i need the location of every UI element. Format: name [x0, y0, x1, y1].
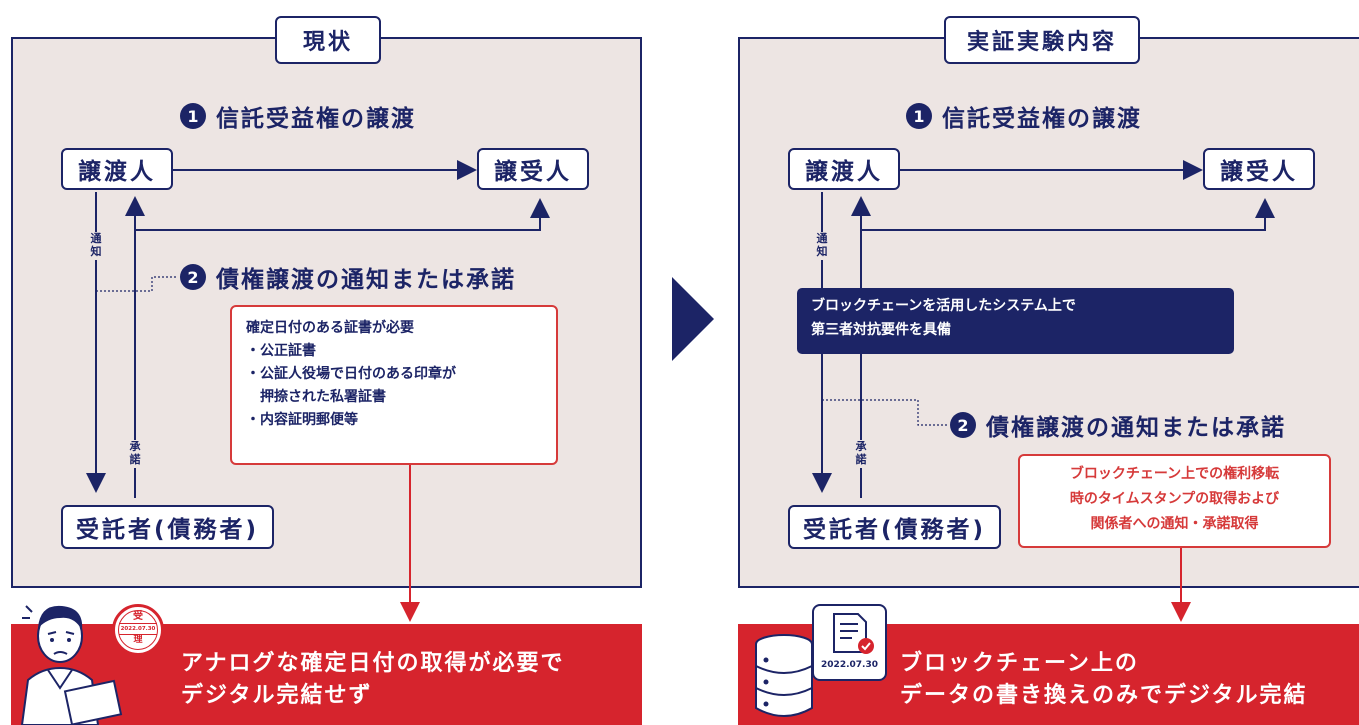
- requirement-item: ・公正証書: [246, 343, 316, 359]
- step1-number: 1: [180, 103, 206, 129]
- assignee-node: 譲受人: [477, 148, 589, 190]
- requirement-item: 押捺された私署証書: [246, 389, 386, 405]
- trustee-node-right: 受託者(債務者): [788, 505, 1001, 549]
- step2-heading-right: 2 債権譲渡の通知または承諾: [950, 410, 1286, 441]
- timestamp-box: ブロックチェーン上での権利移転 時のタイムスタンプの取得および 関係者への通知・…: [1018, 454, 1331, 548]
- banner-line2-right: データの書き換えのみでデジタル完結: [900, 683, 1308, 708]
- blockchain-system-box: ブロックチェーンを活用したシステム上で 第三者対抗要件を具備: [797, 288, 1234, 354]
- date-stamp-top: 受: [133, 611, 143, 622]
- step2-number-right: 2: [950, 412, 976, 438]
- database-icon: [755, 634, 813, 717]
- notice-label-right: 通知: [815, 232, 829, 260]
- step1-label: 信託受益権の譲渡: [216, 106, 416, 132]
- requirement-item: ・公証人役場で日付のある印章が: [246, 366, 456, 382]
- step1-label-right: 信託受益権の譲渡: [942, 106, 1142, 132]
- blockchain-line1: ブロックチェーンを活用したシステム上で: [811, 298, 1076, 314]
- document-icon: [833, 613, 874, 654]
- timestamp-line2: 時のタイムスタンプの取得および: [1069, 491, 1280, 507]
- experiment-title: 実証実験内容: [944, 16, 1140, 64]
- banner-line1: アナログな確定日付の取得が必要で: [181, 651, 565, 676]
- date-stamp-date: 2022.07.30: [119, 623, 157, 635]
- dotted-connector: [96, 276, 178, 292]
- certificate-requirements-box: 確定日付のある証書が必要 ・公正証書 ・公証人役場で日付のある印章が 押捺された…: [230, 305, 558, 465]
- banner-line2: デジタル完結せず: [181, 683, 373, 708]
- trustee-node: 受託者(債務者): [61, 505, 274, 549]
- timestamp-line1: ブロックチェーン上での権利移転: [1069, 466, 1280, 482]
- worried-person-illustration: [20, 605, 123, 725]
- consent-label-right: 承諾: [854, 440, 868, 468]
- step2-label-right: 債権譲渡の通知または承諾: [986, 415, 1286, 441]
- notice-label: 通知: [89, 232, 103, 260]
- consent-label: 承諾: [128, 440, 142, 468]
- step1-number-right: 1: [906, 103, 932, 129]
- consent-to-assignee-arrow-right: [861, 198, 1275, 231]
- dotted-connector-right: [822, 399, 948, 426]
- step1-heading: 1 信託受益権の譲渡: [180, 101, 416, 132]
- assignee-node-right: 譲受人: [1203, 148, 1315, 190]
- date-stamp-inner: 受 2022.07.30 理: [118, 610, 158, 650]
- requirements-title: 確定日付のある証書が必要: [246, 320, 414, 336]
- date-stamp-bottom: 理: [133, 635, 143, 645]
- blockchain-line2: 第三者対抗要件を具備: [811, 322, 951, 338]
- consent-to-assignee-arrow: [135, 198, 550, 231]
- step2-heading: 2 債権譲渡の通知または承諾: [180, 262, 516, 293]
- step1-heading-right: 1 信託受益権の譲渡: [906, 101, 1142, 132]
- transition-arrow: [672, 277, 714, 361]
- assignor-node-right: 譲渡人: [788, 148, 900, 190]
- step2-number: 2: [180, 264, 206, 290]
- assignor-node: 譲渡人: [61, 148, 173, 190]
- step2-label: 債権譲渡の通知または承諾: [216, 267, 516, 293]
- banner-line1-right: ブロックチェーン上の: [900, 651, 1139, 676]
- document-date: 2022.07.30: [821, 660, 878, 670]
- current-state-title: 現状: [275, 16, 381, 64]
- timestamp-line3: 関係者への通知・承諾取得: [1090, 516, 1259, 532]
- requirement-item: ・内容証明郵便等: [246, 412, 358, 428]
